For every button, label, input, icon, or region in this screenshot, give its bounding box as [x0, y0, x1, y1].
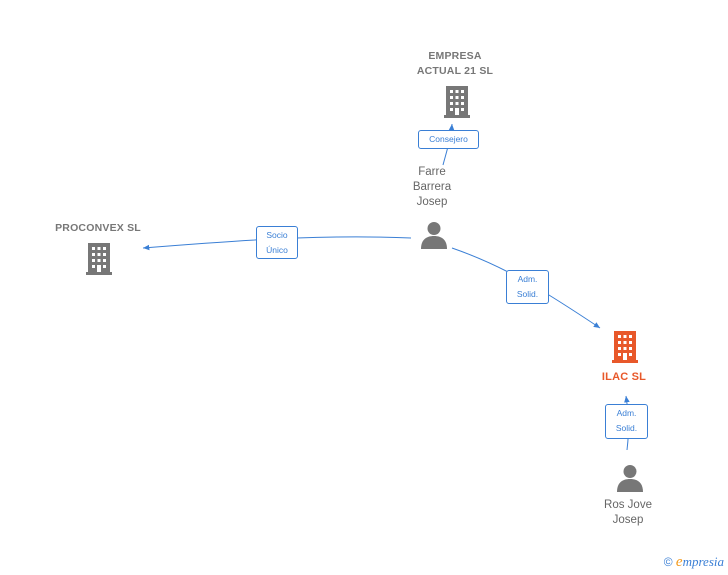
company-label-line: ACTUAL 21 SL — [416, 65, 494, 77]
edge-label-adm-solid-ilac[interactable]: Adm. Solid. — [506, 270, 549, 304]
edge-label-adm-solid-ros[interactable]: Adm. Solid. — [605, 404, 648, 439]
person-label-ros[interactable]: Ros Jove Josep — [578, 498, 678, 528]
edge-label-line: Socio — [266, 230, 288, 240]
building-icon — [86, 243, 112, 275]
edge-label-text: Consejero — [429, 134, 468, 144]
company-label-ilac[interactable]: ILAC SL — [574, 370, 674, 385]
edge-label-line: Adm. — [616, 408, 637, 418]
building-icon — [612, 331, 638, 363]
brand-logo-initial: e — [675, 554, 683, 570]
person-icon — [421, 222, 447, 249]
person-label-line: Ros Jove — [604, 499, 652, 511]
person-label-line: Josep — [612, 514, 644, 526]
person-label-line: Farre — [418, 166, 446, 178]
edge-label-consejero[interactable]: Consejero — [418, 130, 479, 149]
brand-logo-text: mpresia — [682, 554, 724, 569]
person-label-line: Josep — [416, 196, 448, 208]
person-icon — [617, 465, 643, 492]
person-label-line: Barrera — [412, 181, 452, 193]
brand-footer: © empresia — [664, 554, 724, 571]
person-label-farre[interactable]: Farre Barrera Josep — [384, 165, 480, 210]
company-label-text: ILAC SL — [601, 371, 647, 383]
edge-label-socio-unico[interactable]: Socio Único — [256, 226, 298, 259]
edge-label-line: Adm. — [517, 274, 538, 284]
copyright-icon: © — [663, 555, 673, 569]
company-label-empresa-actual[interactable]: EMPRESA ACTUAL 21 SL — [395, 49, 515, 79]
company-label-proconvex[interactable]: PROCONVEX SL — [38, 221, 158, 236]
edge-label-line: Solid. — [516, 289, 539, 299]
edge-label-line: Solid. — [615, 423, 638, 433]
edge-label-line: Único — [266, 245, 288, 255]
company-label-text: PROCONVEX SL — [55, 222, 141, 234]
company-label-line: EMPRESA — [428, 50, 482, 62]
building-icon — [444, 86, 470, 118]
